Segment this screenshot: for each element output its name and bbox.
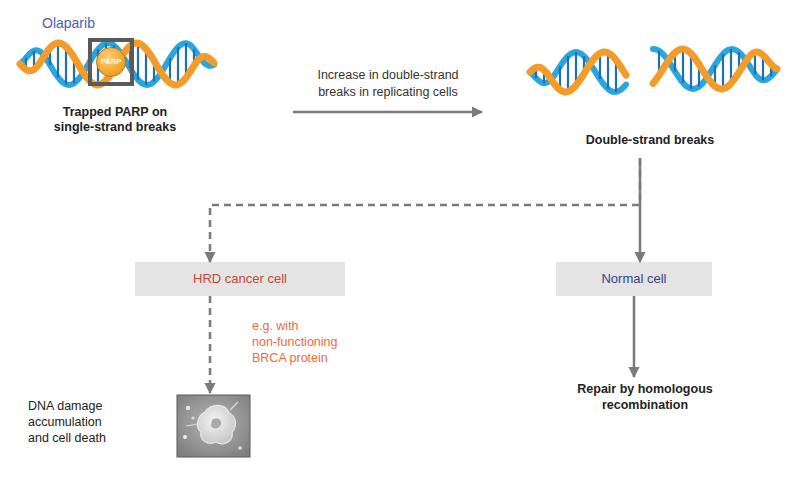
drug-box: PARPOlaparib [88,38,134,86]
arrow-connector [293,111,482,114]
arrow-connector [210,158,640,262]
word: cell [267,271,287,286]
word: on [152,105,167,119]
dna-strand [20,43,214,85]
word: DNA [28,399,54,413]
base-pair [137,43,139,80]
node-text: Olaparib [42,15,95,31]
debris-dot [183,435,187,439]
cell-type-box: Normal cell [556,262,712,296]
node-text: PARP [97,57,125,67]
base-pair [722,54,724,89]
arrow-connector [633,296,636,377]
node-text: Repair by homologous recombination [555,381,735,413]
word: BRCA [252,351,286,365]
node-text: Normal cell [556,271,712,287]
node-text: HRD cancer cell [135,271,345,287]
word: by [620,382,635,396]
word: HRD [193,271,221,286]
word: double-strand [382,68,458,82]
word: Double-strand [586,133,671,147]
base-pair [682,49,684,83]
word: cancer [225,271,264,286]
cell-protrusion [230,402,238,410]
dna-helix [20,43,214,85]
word: breaks [674,133,714,147]
word: in [369,68,379,82]
node-text: Trapped PARP on single-strand breaks [42,105,188,135]
base-pair [177,47,179,84]
word: breaks [136,120,176,134]
debris-dot [191,416,194,419]
word: e.g. [252,319,273,333]
word: damage [57,399,102,413]
word: Increase [317,68,365,82]
word: Olaparib [42,15,95,31]
arrow-connector [639,158,642,262]
word: homologous [638,382,713,396]
word: recombination [602,398,688,412]
cell-image: DNA damage accumulation and cell death [22,393,250,457]
dying-cell [198,405,236,443]
dna-illustration: PARPOlaparibTrapped PARP on single-stran… [15,10,293,132]
cell-type-box: HRD cancer cell [135,262,345,296]
word: cell [52,431,71,445]
cell-protrusion [186,424,197,426]
word: PARP [101,57,121,66]
word: in [359,85,369,99]
word: and [28,431,49,445]
dna-strand [530,52,626,92]
edge-label: Increase in double-strand breaks in repl… [300,67,476,101]
dna-illustration: Double-strand breaks [482,40,780,158]
dna-strand [530,52,626,92]
debris-dot [238,446,242,450]
word: accumulation [28,415,102,429]
word: Repair [577,382,616,396]
broken-dna-helix [530,49,777,92]
word: cells [433,85,458,99]
word: Normal [601,271,643,286]
word: Trapped [63,105,112,119]
edge-label: e.g. with non-functioning BRCA protein [252,318,348,366]
word: single-strand [54,120,133,134]
node-text: DNA damage accumulation and cell death [28,398,124,446]
word: PARP [115,105,149,119]
micrograph-frame [177,395,250,457]
base-pair [57,43,59,77]
word: with [276,319,298,333]
cell-nucleus [211,419,221,429]
debris-dot [186,406,190,410]
arrow-connector [209,296,212,393]
dna-strand [20,43,214,85]
outcome-text: Repair by homologous recombination [555,377,735,419]
cell-micrograph [177,395,250,457]
word: protein [290,351,328,365]
word: non-functioning [252,335,337,349]
word: replicating [372,85,429,99]
protein-circle: PARP [96,47,126,77]
base-pair [567,56,569,92]
dna-strand [653,49,777,89]
word: death [75,431,106,445]
base-pair [607,53,609,89]
dna-strand [653,49,777,89]
node-text: Double-strand breaks [550,133,750,148]
word: breaks [318,85,356,99]
word: cell [647,271,667,286]
